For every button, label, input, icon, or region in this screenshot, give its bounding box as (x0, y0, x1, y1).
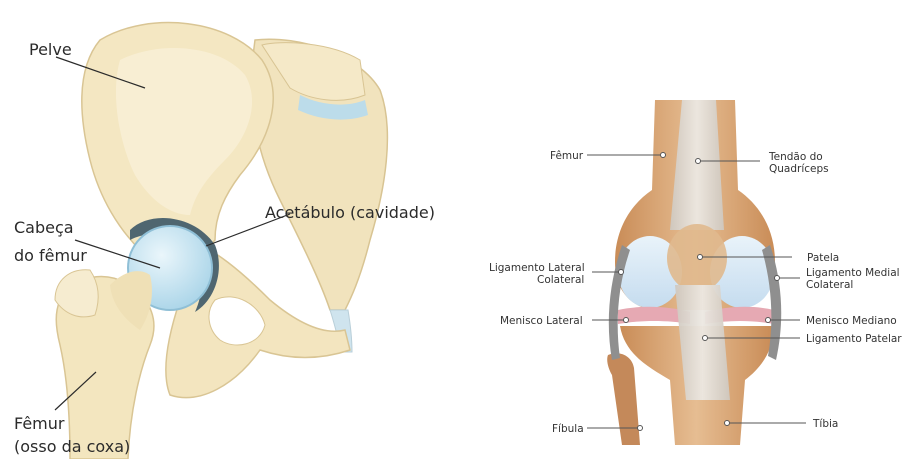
quad-tendon-dot (696, 159, 701, 164)
tibia-dot (725, 421, 730, 426)
knee-illustration: Fêmur Tendão do Quadríceps Patela Ligame… (489, 100, 902, 445)
label-femoral-head-2: do fêmur (14, 246, 87, 265)
label-mcl-2: Colateral (806, 279, 853, 291)
label-femur-hip-1: Fêmur (14, 414, 65, 433)
label-medial-meniscus: Menisco Mediano (806, 315, 897, 327)
patellar-ligament-dot (703, 336, 708, 341)
label-lateral-meniscus: Menisco Lateral (500, 315, 583, 327)
label-lcl-1: Ligamento Lateral (489, 262, 585, 274)
fibula-dot (638, 426, 643, 431)
label-acetabulum: Acetábulo (cavidade) (265, 203, 435, 222)
patella-shape (667, 224, 727, 292)
label-patellar-ligament: Ligamento Patelar (806, 333, 902, 345)
label-femur-hip-2: (osso da coxa) (14, 437, 130, 456)
label-patella: Patela (807, 252, 839, 264)
label-femur-knee: Fêmur (550, 150, 584, 162)
label-fibula: Fíbula (552, 423, 584, 435)
patella-dot (698, 255, 703, 260)
medial-meniscus-dot (766, 318, 771, 323)
label-tibia: Tíbia (812, 418, 838, 430)
label-mcl-1: Ligamento Medial (806, 267, 900, 279)
mcl-dot (775, 276, 780, 281)
knee-fibula (607, 353, 640, 445)
label-pelvis: Pelve (29, 40, 72, 59)
femur-knee-dot (661, 153, 666, 158)
lcl-dot (619, 270, 624, 275)
label-lcl-2: Colateral (537, 274, 584, 286)
label-quad-tendon-1: Tendão do (768, 151, 823, 163)
hip-illustration: Pelve Acetábulo (cavidade) Cabeça do fêm… (14, 23, 435, 459)
lateral-meniscus-dot (624, 318, 629, 323)
label-femoral-head-1: Cabeça (14, 218, 74, 237)
label-quad-tendon-2: Quadríceps (769, 163, 829, 175)
